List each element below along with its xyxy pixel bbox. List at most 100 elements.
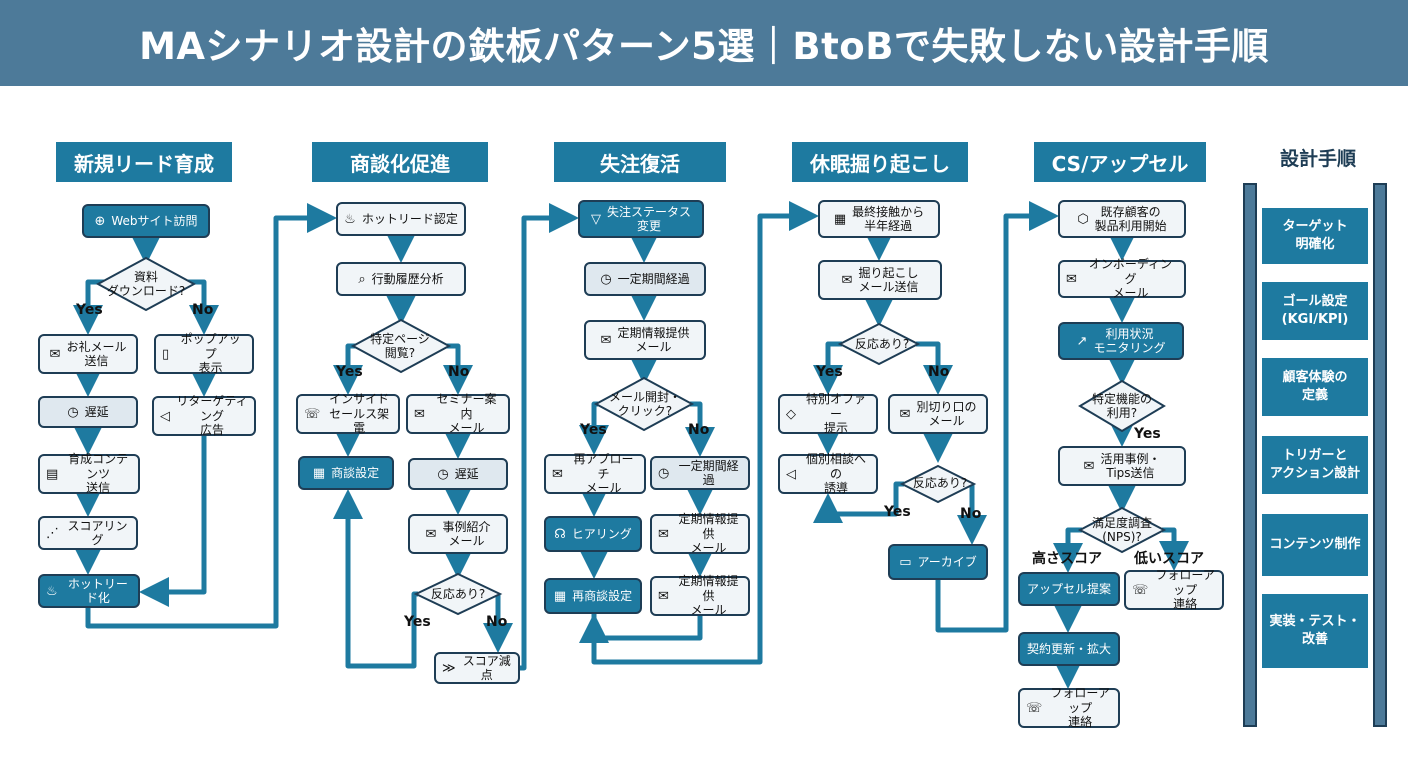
phone-icon: ☏ — [1026, 700, 1043, 716]
node-popup[interactable]: ▯ポップアップ 表示 — [154, 332, 254, 375]
clock-icon: ◷ — [600, 271, 612, 287]
node-reapproach-mail[interactable]: ✉再アプローチ メール — [544, 452, 646, 495]
node-case-study-mail[interactable]: ✉事例紹介 メール — [408, 514, 508, 554]
label-yes: Yes — [76, 302, 103, 318]
node-periodic-info-mail-2[interactable]: ✉定期情報提供 メール — [650, 512, 750, 555]
mail-icon: ✉ — [425, 526, 437, 542]
node-nurture-content[interactable]: ▤育成コンテンツ 送信 — [38, 452, 140, 495]
mail-icon: ✉ — [414, 406, 425, 422]
clock-icon: ◷ — [437, 466, 449, 482]
connector-arrow — [138, 436, 207, 607]
decision-download-diamond — [95, 256, 197, 312]
node-hot-lead[interactable]: ♨ホットリード化 — [38, 574, 140, 608]
node-period-elapsed-2[interactable]: ◷一定期間経過 — [650, 456, 750, 490]
decision-response-text: 反応あり? — [430, 586, 486, 601]
phone-icon: ▯ — [162, 346, 170, 362]
scenario-canvas: 新規リード育成 ⊕Webサイト訪問 資料 ダウンロード? Yes No ✉お礼メ… — [0, 86, 1408, 768]
ladder-step-3: 顧客体験の 定義 — [1262, 358, 1368, 416]
search-icon: ⌕ — [358, 271, 366, 287]
connector-arrow — [916, 341, 953, 396]
label-yes: Yes — [336, 364, 363, 380]
decision-response-diamond-2 — [837, 322, 921, 366]
ladder-title: 設計手順 — [1279, 148, 1356, 170]
mail-icon: ✉ — [658, 526, 669, 542]
flame-icon: ♨ — [344, 211, 356, 227]
label-no: No — [486, 614, 508, 630]
node-score-decrease[interactable]: ≫スコア減点 — [434, 652, 520, 684]
phone-icon: ☏ — [304, 406, 321, 422]
node-upsell-proposal[interactable]: アップセル提案 — [1018, 572, 1120, 606]
ladder-rail-left — [1243, 183, 1257, 727]
page-title: MAシナリオ設計の鉄板パターン5選｜BtoBで失敗しない設計手順 — [139, 25, 1269, 68]
header-bar: MAシナリオ設計の鉄板パターン5選｜BtoBで失敗しない設計手順 — [0, 0, 1408, 86]
archive-icon: ▭ — [899, 554, 912, 570]
mail-icon: ✉ — [899, 406, 911, 422]
node-periodic-info-mail[interactable]: ✉定期情報提供 メール — [584, 320, 706, 360]
node-consultation-guide[interactable]: ◁個別相談への 誘導 — [778, 452, 878, 495]
node-hearing[interactable]: ☊ヒアリング — [544, 516, 642, 552]
decision-open-click-diamond — [593, 376, 695, 432]
ladder-step-6: 実装・テスト・ 改善 — [1262, 594, 1368, 668]
phone-icon: ☏ — [1132, 582, 1149, 598]
node-remeeting-setup[interactable]: ▦再商談設定 — [544, 578, 642, 614]
calendar-icon: ▦ — [312, 465, 326, 481]
node-retargeting-ad[interactable]: ◁リターゲティング 広告 — [152, 394, 256, 437]
decision-nps-text: 満足度調査 (NPS)? — [1091, 515, 1152, 544]
node-case-tips-mail[interactable]: ✉活用事例・ Tips送信 — [1058, 446, 1186, 486]
mail-icon: ✉ — [552, 466, 563, 482]
node-follow-up-contact[interactable]: ☏フォローアップ 連絡 — [1124, 568, 1224, 611]
score-icon: ⋰ — [46, 525, 59, 541]
node-delay[interactable]: ◷遅延 — [408, 458, 508, 490]
decision-nps-diamond — [1077, 506, 1167, 554]
node-web-visit[interactable]: ⊕Webサイト訪問 — [82, 204, 210, 238]
decision-download-text: 資料 ダウンロード? — [106, 269, 186, 298]
node-inside-sales-call[interactable]: ☏インサイド セールス架電 — [296, 392, 400, 435]
column-title-deal-promotion: 商談化促進 — [312, 142, 488, 182]
node-periodic-info-mail-3[interactable]: ✉定期情報提供 メール — [650, 574, 750, 617]
node-lost-status-change[interactable]: ▽失注ステータス 変更 — [578, 200, 704, 238]
node-usage-monitoring[interactable]: ↗利用状況 モニタリング — [1058, 322, 1184, 360]
flow-link-arrow — [85, 203, 338, 629]
node-alternate-angle-mail[interactable]: ✉別切り口の メール — [888, 394, 988, 434]
decision-response-text-2: 反応あり? — [912, 475, 968, 490]
node-hot-lead-qualified[interactable]: ♨ホットリード認定 — [336, 202, 466, 236]
document-icon: ▤ — [46, 466, 59, 482]
box-icon: ⬡ — [1077, 211, 1089, 227]
node-meeting-setup[interactable]: ▦商談設定 — [298, 456, 394, 490]
calendar-icon: ▦ — [833, 211, 847, 227]
decision-response-diamond-3 — [899, 464, 977, 504]
node-onboarding-mail[interactable]: ✉オンボーディング メール — [1058, 257, 1186, 300]
label-yes: Yes — [884, 504, 911, 520]
node-thanks-mail[interactable]: ✉お礼メール 送信 — [38, 334, 138, 374]
headset-icon: ☊ — [554, 526, 566, 542]
node-archive[interactable]: ▭アーカイブ — [888, 544, 988, 580]
label-no: No — [448, 364, 470, 380]
flow-link-arrow — [520, 203, 580, 671]
chevrons-icon: ≫ — [442, 660, 456, 676]
ladder-step-5: コンテンツ制作 — [1262, 514, 1368, 576]
node-behavior-analysis[interactable]: ⌕行動履歴分析 — [336, 262, 466, 296]
globe-icon: ⊕ — [94, 213, 106, 229]
node-delay[interactable]: ◷遅延 — [38, 396, 138, 428]
connector-arrow — [1053, 527, 1083, 574]
column-title-cs-upsell: CS/アップセル — [1034, 142, 1206, 182]
mail-icon: ✉ — [1083, 458, 1095, 474]
node-period-elapsed[interactable]: ◷一定期間経過 — [584, 262, 706, 296]
node-half-year-elapsed[interactable]: ▦最終接触から 半年経過 — [818, 200, 940, 238]
label-yes: Yes — [816, 364, 843, 380]
node-special-offer[interactable]: ◇特別オファー 提示 — [778, 392, 878, 435]
node-product-usage-start[interactable]: ⬡既存顧客の 製品利用開始 — [1058, 200, 1186, 238]
label-yes: Yes — [580, 422, 607, 438]
node-revival-mail[interactable]: ✉掘り起こし メール送信 — [818, 260, 942, 300]
clock-icon: ◷ — [67, 404, 79, 420]
tag-icon: ◇ — [786, 406, 796, 422]
connector-arrow — [188, 279, 219, 336]
node-scoring[interactable]: ⋰スコアリング — [38, 516, 138, 550]
node-seminar-mail[interactable]: ✉セミナー案内 メール — [406, 392, 510, 435]
ladder-step-1: ターゲット 明確化 — [1262, 208, 1368, 264]
decision-feature-usage-text: 特定機能の 利用? — [1091, 391, 1152, 420]
node-contract-renewal[interactable]: 契約更新・拡大 — [1018, 632, 1120, 666]
column-title-new-lead: 新規リード育成 — [56, 142, 232, 182]
label-no: No — [192, 302, 214, 318]
node-follow-up-contact-2[interactable]: ☏フォローアップ 連絡 — [1018, 686, 1120, 729]
